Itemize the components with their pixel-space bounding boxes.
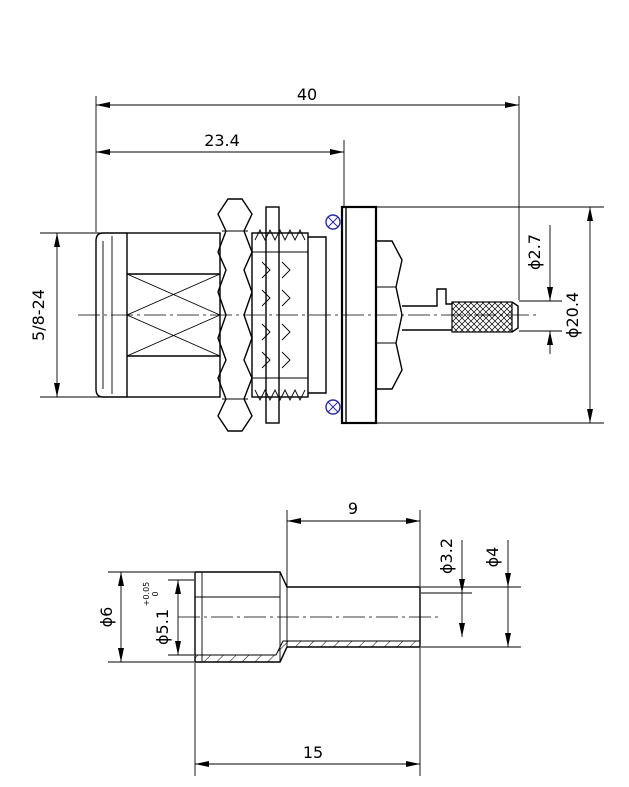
dim-bore-tol-lower: 0 bbox=[151, 591, 160, 596]
connector-lock-washer bbox=[265, 206, 280, 424]
connector-pin-stem bbox=[402, 288, 452, 331]
connector-neck bbox=[308, 236, 327, 394]
connector-thread-section bbox=[251, 228, 309, 402]
dim-body-length: 23.4 bbox=[204, 131, 240, 150]
dim-sleeve-inner-diameter: ϕ3.2 bbox=[437, 538, 456, 574]
connector-side-view bbox=[78, 198, 540, 432]
bottom-view-dimensions: 9 15 ϕ6 ϕ5.1 +0.05 0 ϕ3.2 bbox=[97, 499, 521, 776]
top-view-dimensions: 40 23.4 5/8-24 ϕ20.4 ϕ2.7 bbox=[29, 85, 604, 424]
dim-outer-diameter: ϕ6 bbox=[97, 607, 116, 628]
dim-flange-diameter: ϕ20.4 bbox=[563, 292, 582, 338]
dim-thread: 5/8-24 bbox=[29, 289, 48, 341]
connector-knurled-pin bbox=[451, 301, 519, 333]
connector-rear-hex bbox=[375, 240, 403, 390]
dim-overall-length: 40 bbox=[297, 85, 317, 104]
o-ring-top bbox=[325, 214, 341, 230]
o-ring-bottom bbox=[325, 399, 341, 415]
dim-sleeve-length: 9 bbox=[348, 499, 358, 518]
dim-sleeve-outer-diameter: ϕ4 bbox=[483, 547, 502, 568]
ferrule-section-view bbox=[178, 571, 438, 663]
dim-bore-diameter: ϕ5.1 bbox=[153, 609, 172, 645]
dim-bore-tol-upper: +0.05 bbox=[142, 582, 151, 607]
connector-hex-nut bbox=[217, 198, 253, 432]
ferrule-hatched-wall bbox=[194, 640, 421, 663]
dim-pin-diameter: ϕ2.7 bbox=[525, 234, 544, 270]
connector-hex-body bbox=[126, 232, 221, 398]
dim-total-length: 15 bbox=[303, 743, 323, 762]
